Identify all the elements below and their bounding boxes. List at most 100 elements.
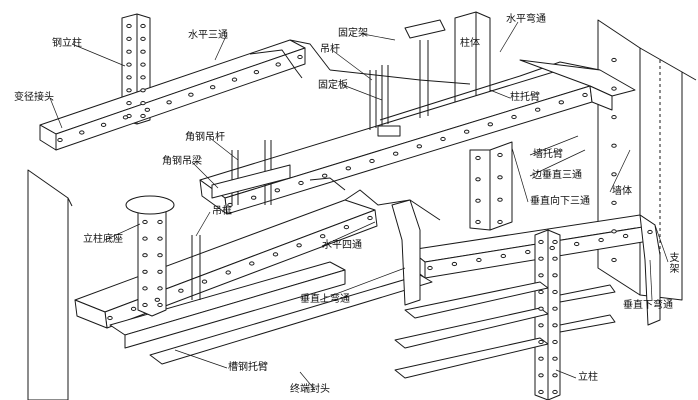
- perforation-hole: [497, 197, 503, 202]
- perforation-hole: [157, 253, 163, 258]
- perforation-hole: [157, 219, 163, 225]
- perforation-hole: [538, 239, 544, 245]
- perforation-hole: [79, 130, 85, 135]
- tray-right-elbow: [519, 59, 636, 111]
- label-angle-hanger-beam: 角钢吊梁: [162, 156, 202, 167]
- label-hanger-rod: 吊杆: [320, 44, 340, 55]
- perforation-hole: [475, 155, 481, 161]
- perforation-hole: [538, 273, 544, 278]
- perforation-hole: [227, 202, 233, 208]
- perforation-hole: [552, 273, 558, 278]
- perforation-hole: [647, 229, 653, 235]
- perforation-hole: [538, 323, 544, 328]
- perforation-hole: [549, 245, 555, 251]
- perforation-hole: [322, 173, 328, 178]
- perforation-hole: [552, 289, 558, 295]
- perforation-hole: [538, 306, 544, 311]
- perforation-hole: [178, 288, 184, 293]
- perforation-hole: [476, 257, 482, 263]
- perforation-hole: [535, 107, 541, 112]
- tray-main-diagonal: [199, 61, 601, 215]
- perforation-hole: [558, 100, 564, 105]
- label-pillar: 柱体: [460, 38, 480, 49]
- perforation-hole: [130, 306, 137, 311]
- perforation-hole: [142, 219, 148, 225]
- perforation-hole: [611, 229, 617, 234]
- perforation-hole: [253, 70, 260, 75]
- perforation-hole: [622, 233, 629, 239]
- perforation-hole: [275, 62, 281, 67]
- hanger-rods: [191, 19, 446, 300]
- perforation-hole: [231, 77, 238, 82]
- label-reducer: 变径接头: [14, 92, 54, 103]
- perforation-hole: [611, 257, 617, 263]
- tray-lower-front: [109, 261, 433, 365]
- perforation-hole: [140, 75, 146, 80]
- perforation-hole: [154, 297, 161, 302]
- perforation-hole: [201, 279, 208, 284]
- perforation-hole: [552, 323, 558, 328]
- perforation-hole: [538, 339, 544, 345]
- perforation-hole: [122, 115, 129, 120]
- perforation-hole: [157, 236, 163, 241]
- perforation-hole: [142, 286, 148, 291]
- label-column-base: 立柱底座: [83, 234, 123, 245]
- perforation-hole: [142, 236, 148, 241]
- perforation-hole: [574, 241, 580, 247]
- perforation-hole: [210, 85, 216, 90]
- label-hanger-frame: 吊框: [212, 206, 232, 217]
- perforation-hole: [274, 188, 280, 193]
- perforation-hole: [157, 302, 163, 308]
- perforation-hole: [538, 356, 544, 361]
- perforation-hole: [57, 137, 63, 143]
- perforation-hole: [126, 23, 132, 29]
- perforation-hole: [451, 261, 458, 267]
- perforation-hole: [497, 219, 503, 225]
- perforation-hole: [611, 172, 617, 177]
- perforation-hole: [552, 389, 558, 395]
- perforation-hole: [611, 200, 617, 205]
- perforation-hole: [475, 198, 481, 203]
- perforation-hole: [157, 286, 163, 291]
- perforation-hole: [487, 122, 493, 127]
- label-column-bracket: 柱托臂: [510, 92, 540, 103]
- perforation-hole: [272, 252, 279, 257]
- perforation-hole: [552, 356, 558, 361]
- label-upright: 立柱: [578, 372, 598, 383]
- perforation-hole: [126, 62, 132, 67]
- perforation-hole: [611, 115, 617, 120]
- label-vertical-down-elbow: 垂直下弯通: [623, 300, 673, 311]
- perforation-hole: [126, 36, 132, 42]
- perforation-hole: [142, 253, 148, 258]
- perforation-hole: [142, 269, 148, 274]
- perforation-hole: [140, 23, 146, 29]
- perforation-hole: [538, 256, 544, 261]
- perforation-hole: [140, 88, 146, 93]
- label-fixing-plate: 固定板: [318, 80, 348, 91]
- perforation-hole: [475, 219, 481, 225]
- perforation-hole: [367, 215, 373, 221]
- perforation-hole: [525, 249, 531, 255]
- label-wall: 墙体: [612, 186, 632, 197]
- label-fixing-bracket: 固定架: [338, 28, 368, 39]
- label-angle-hanger-rod: 角钢吊杆: [185, 132, 225, 143]
- label-channel-bracket: 槽钢托臂: [228, 362, 268, 373]
- perforation-hole: [343, 225, 350, 230]
- label-vertical-up-elbow: 垂直上弯通: [300, 294, 350, 305]
- perforation-hole: [552, 256, 558, 261]
- perforation-hole: [107, 315, 113, 321]
- perforation-hole: [140, 36, 146, 42]
- perforation-hole: [440, 136, 446, 142]
- perforation-hole: [320, 234, 326, 239]
- perforation-hole: [538, 289, 544, 295]
- perforation-hole: [126, 75, 132, 80]
- label-horizontal-elbow: 水平弯通: [506, 14, 546, 25]
- perforation-hole: [611, 143, 617, 148]
- label-edge-vertical-tee: 边垂直三通: [532, 170, 582, 181]
- label-wall-bracket: 墙托臂: [533, 149, 563, 160]
- perforation-hole: [251, 195, 257, 200]
- perforation-hole: [475, 177, 481, 182]
- perforation-hole: [142, 302, 148, 308]
